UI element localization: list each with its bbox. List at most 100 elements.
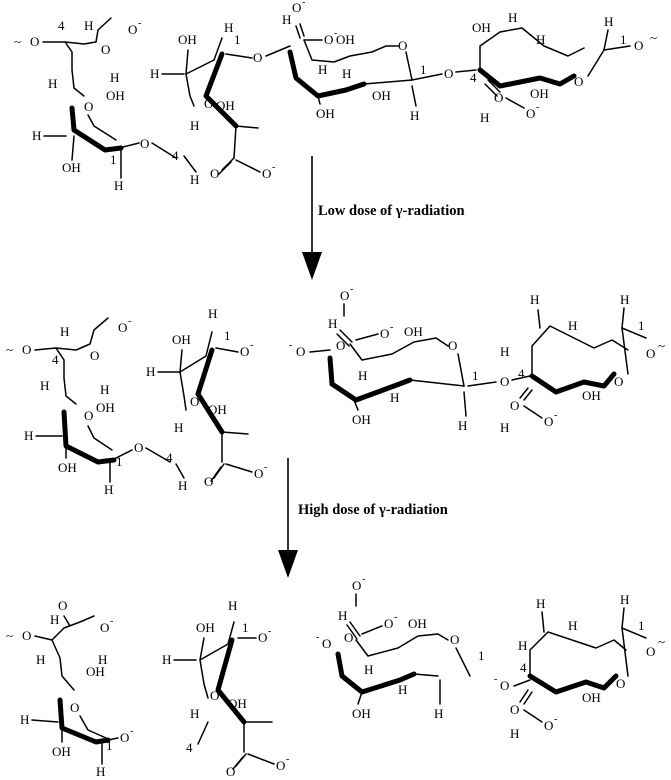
atom-label: H <box>358 368 367 383</box>
monomer-1: ~ O H O O- H OH H O H OH 1 H O- <box>6 598 133 779</box>
atom-label: O <box>646 644 655 659</box>
atom-label: ~ <box>658 634 665 649</box>
atom-label: O <box>510 702 519 717</box>
atom-label: H <box>510 726 519 741</box>
atom-label: OH <box>86 664 105 679</box>
atom-label: 1 <box>472 368 479 383</box>
atom-label: OH <box>196 620 215 635</box>
atom-label: - <box>362 574 365 585</box>
atom-label: O <box>510 398 519 413</box>
atom-label: H <box>174 420 183 435</box>
atom-label: H <box>568 618 577 633</box>
atom-label: O <box>450 632 459 647</box>
low-dose-arrow: Low dose of γ-radiation <box>302 156 465 280</box>
atom-label: OH <box>96 400 115 415</box>
atom-label: O <box>70 700 79 715</box>
atom-label: - <box>302 0 305 8</box>
atom-label: O <box>340 288 349 303</box>
atom-label: H <box>190 118 199 133</box>
atom-label: O <box>128 22 137 37</box>
atom-label: O <box>190 394 199 409</box>
atom-label: O <box>544 718 553 733</box>
atom-label: OH <box>208 402 227 417</box>
atom-label: H <box>190 706 199 721</box>
atom-label: H <box>20 712 29 727</box>
atom-label: - <box>394 612 397 623</box>
high-dose-label: High dose of γ-radiation <box>298 502 448 518</box>
atom-label: - <box>250 340 253 351</box>
atom-label: H <box>162 652 171 667</box>
atom-label: O <box>101 42 110 57</box>
atom-label: H <box>604 14 613 29</box>
atom-label: H <box>500 420 509 435</box>
atom-label: - <box>268 626 271 637</box>
atom-label: 1 <box>620 32 627 47</box>
atom-label: O <box>118 320 127 335</box>
atom-label: O <box>500 678 509 693</box>
atom-label: 1 <box>638 318 645 333</box>
atom-label: O <box>204 474 213 489</box>
sugar-unit-a: ~ O O O- 4 H H H OH O H OH 1 H O <box>14 17 149 193</box>
atom-label: - <box>334 28 337 39</box>
atom-label: OH <box>530 86 549 101</box>
atom-label: O <box>444 66 453 81</box>
atom-label: OH <box>372 88 391 103</box>
atom-label: H <box>342 66 351 81</box>
atom-label: - <box>128 316 131 327</box>
atom-label: O <box>574 74 583 89</box>
low-dose-label: Low dose of γ-radiation <box>318 203 465 219</box>
atom-label: - <box>494 674 497 685</box>
atom-label: O <box>494 90 503 105</box>
fragment-dimer-left: ~ O O O- H 4 H H OH O H OH 1 H O H <box>6 306 267 497</box>
high-dose-arrow: High dose of γ-radiation <box>278 458 448 578</box>
sugar-unit-d: OH 4 H H OH O O H O- H 1 O ~ <box>455 10 657 125</box>
atom-label: OH <box>228 696 247 711</box>
atom-label: H <box>530 292 539 307</box>
atom-label: H <box>104 482 113 497</box>
atom-label: ~ <box>650 30 657 45</box>
fragment-dimer-right: O- H O O- O- OH H H O 1 OH H O <box>289 284 665 435</box>
atom-label: 4 <box>470 70 477 85</box>
atom-label: O <box>58 598 67 613</box>
atom-label: H <box>84 18 93 33</box>
atom-label: O <box>100 620 109 635</box>
atom-label: 1 <box>224 328 231 343</box>
atom-label: O <box>616 676 625 691</box>
atom-label: O <box>336 338 345 353</box>
atom-label: O <box>544 414 553 429</box>
atom-label: OH <box>62 160 81 175</box>
atom-label: 1 <box>116 454 123 469</box>
atom-label: H <box>536 596 545 611</box>
atom-label: - <box>554 410 557 421</box>
atom-label: - <box>264 462 267 473</box>
monomer-3: O- H O O- O- OH H H O 1 OH H <box>316 574 485 721</box>
atom-label: H <box>458 418 467 433</box>
atom-label: O <box>614 374 623 389</box>
atom-label: - <box>350 284 353 295</box>
atom-label: O <box>262 166 271 181</box>
atom-label: O <box>646 346 655 361</box>
monomer-4: H H 4 H OH O O- O H O- H 1 O ~ <box>494 592 665 741</box>
polymer-low-dose: ~ O O O- H 4 H H OH O H OH 1 H O H <box>6 284 665 497</box>
atom-label: O <box>30 34 39 49</box>
atom-label: O <box>448 338 457 353</box>
atom-label: OH <box>178 32 197 47</box>
atom-label: O <box>398 38 407 53</box>
atom-label: O <box>352 578 361 593</box>
atom-label: H <box>282 12 291 27</box>
atom-label: H <box>40 378 49 393</box>
atom-label: H <box>518 638 527 653</box>
atom-label: 1 <box>420 62 427 77</box>
atom-label: O <box>90 348 99 363</box>
atom-label: H <box>24 428 33 443</box>
atom-label: O <box>253 50 262 65</box>
atom-label: H <box>110 70 119 85</box>
atom-label: OH <box>336 32 355 47</box>
atom-label: ~ <box>658 338 665 353</box>
atom-label: O <box>344 630 353 645</box>
atom-label: O <box>500 374 509 389</box>
atom-label: H <box>338 608 347 623</box>
atom-label: - <box>316 632 319 643</box>
atom-label: OH <box>58 460 77 475</box>
atom-label: 4 <box>172 148 179 163</box>
